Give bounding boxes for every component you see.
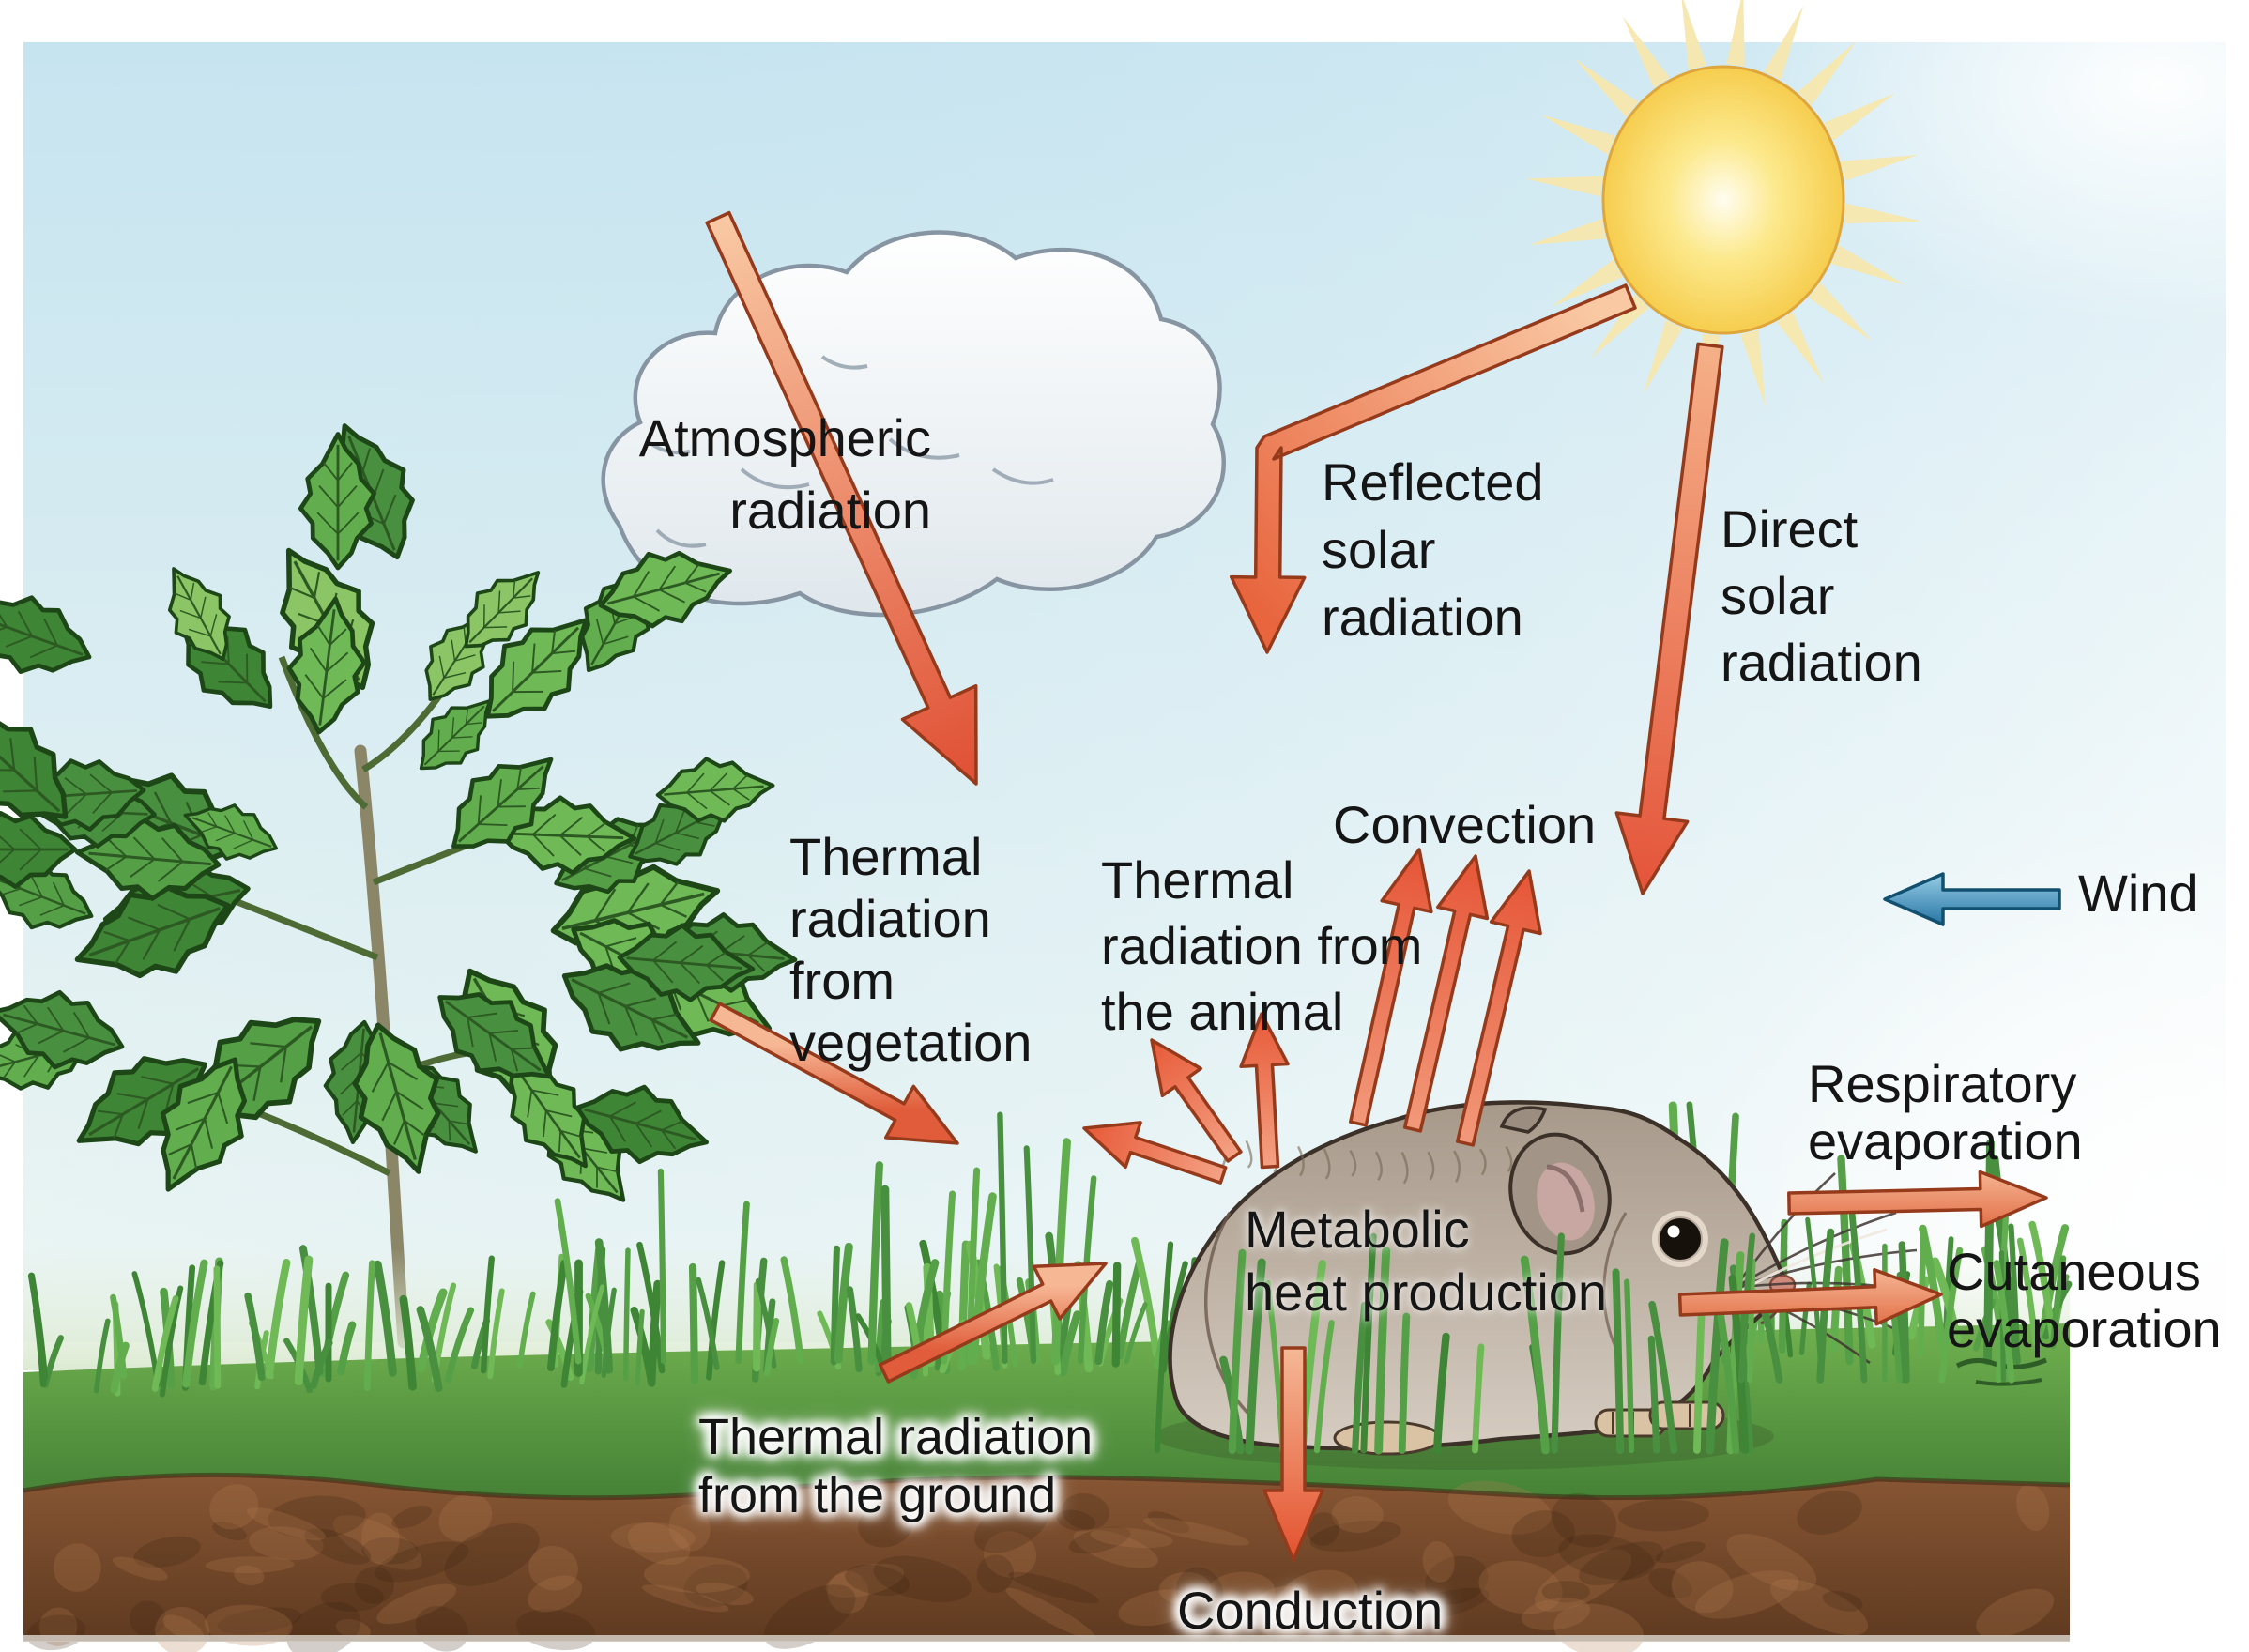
arrow-vegetation-radiation — [709, 1002, 959, 1145]
label-direct-solar-radiation: Direct solar radiation — [1721, 499, 1922, 692]
arrow-reflected-solar — [1229, 283, 1637, 654]
arrow-wind — [1883, 872, 2061, 926]
arrow-convection-2 — [1402, 854, 1490, 1133]
label-thermal-radiation-ground: Thermal radiation from the ground — [698, 1409, 1094, 1523]
arrow-atmospheric-radiation — [705, 210, 978, 786]
arrow-ground-radiation — [878, 1262, 1108, 1384]
arrow-animal-radiation-upleft — [1150, 1038, 1243, 1163]
arrow-animal-radiation-up — [1239, 1012, 1290, 1170]
label-reflected-solar-radiation: Reflected solar radiation — [1322, 452, 1544, 647]
arrow-convection-3 — [1455, 869, 1542, 1147]
label-thermal-radiation-vegetation: Thermal radiation from vegetation — [789, 827, 1033, 1072]
soil — [23, 1472, 2071, 1652]
label-metabolic-heat-production: Metabolic heat production — [1245, 1200, 1608, 1322]
arrow-animal-radiation-left — [1082, 1121, 1228, 1185]
sun-icon — [1525, 0, 1921, 411]
arrow-convection-1 — [1348, 848, 1433, 1127]
label-thermal-radiation-animal: Thermal radiation from the animal — [1101, 850, 1423, 1041]
arrow-cutaneous-evaporation — [1677, 1268, 1943, 1326]
arrows — [705, 210, 2061, 1562]
arrow-respiratory-evaporation — [1787, 1170, 2048, 1229]
arrow-direct-solar — [1614, 342, 1724, 895]
arrow-conduction — [1262, 1346, 1324, 1562]
label-respiratory-evaporation: Respiratory evaporation — [1808, 1054, 2083, 1170]
label-wind: Wind — [2078, 864, 2198, 923]
label-atmospheric-radiation: Atmospheric radiation — [638, 408, 931, 540]
label-convection: Convection — [1333, 795, 1597, 854]
plant — [0, 423, 798, 1349]
label-cutaneous-evaporation: Cutaneous evaporation — [1947, 1242, 2222, 1358]
label-conduction: Conduction — [1177, 1581, 1444, 1640]
